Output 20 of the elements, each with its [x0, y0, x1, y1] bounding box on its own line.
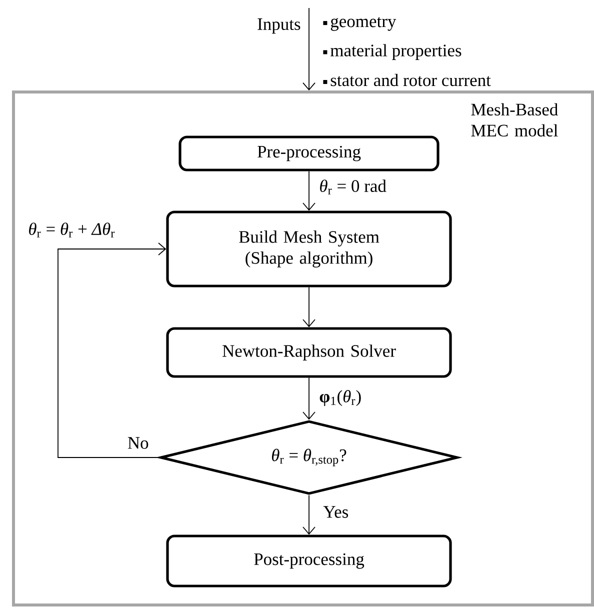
- process-box: Build Mesh System (Shape algorithm): [166, 210, 452, 288]
- update-formula: θ$_{r}$ = θ$_{r}$ + Δθ$_{r}$: [29, 222, 115, 238]
- edge-label: φ$_{1}$(θ$_{r}$): [320, 390, 361, 406]
- arrow: [302, 494, 316, 535]
- arrow: [58, 242, 166, 458]
- process-box: Pre-processing: [178, 136, 440, 172]
- edge-label: θ$_{r}$ = 0 rad: [320, 180, 386, 194]
- frame-title: Mesh-Based MEC model: [471, 103, 558, 137]
- bullet-item: material properties: [323, 44, 462, 60]
- process-box: Post-processing: [166, 534, 452, 588]
- arrow: [302, 8, 316, 90]
- arrow: [302, 377, 316, 420]
- arrow: [302, 286, 316, 328]
- bullet-item: geometry: [323, 17, 396, 31]
- process-box: Newton-Raphson Solver: [166, 327, 452, 378]
- edge-label: Inputs: [258, 18, 300, 34]
- edge-label: No: [128, 437, 148, 449]
- edge-label: Yes: [323, 506, 348, 518]
- arrow: [302, 170, 316, 211]
- bullet-item: stator and rotor current: [323, 74, 491, 86]
